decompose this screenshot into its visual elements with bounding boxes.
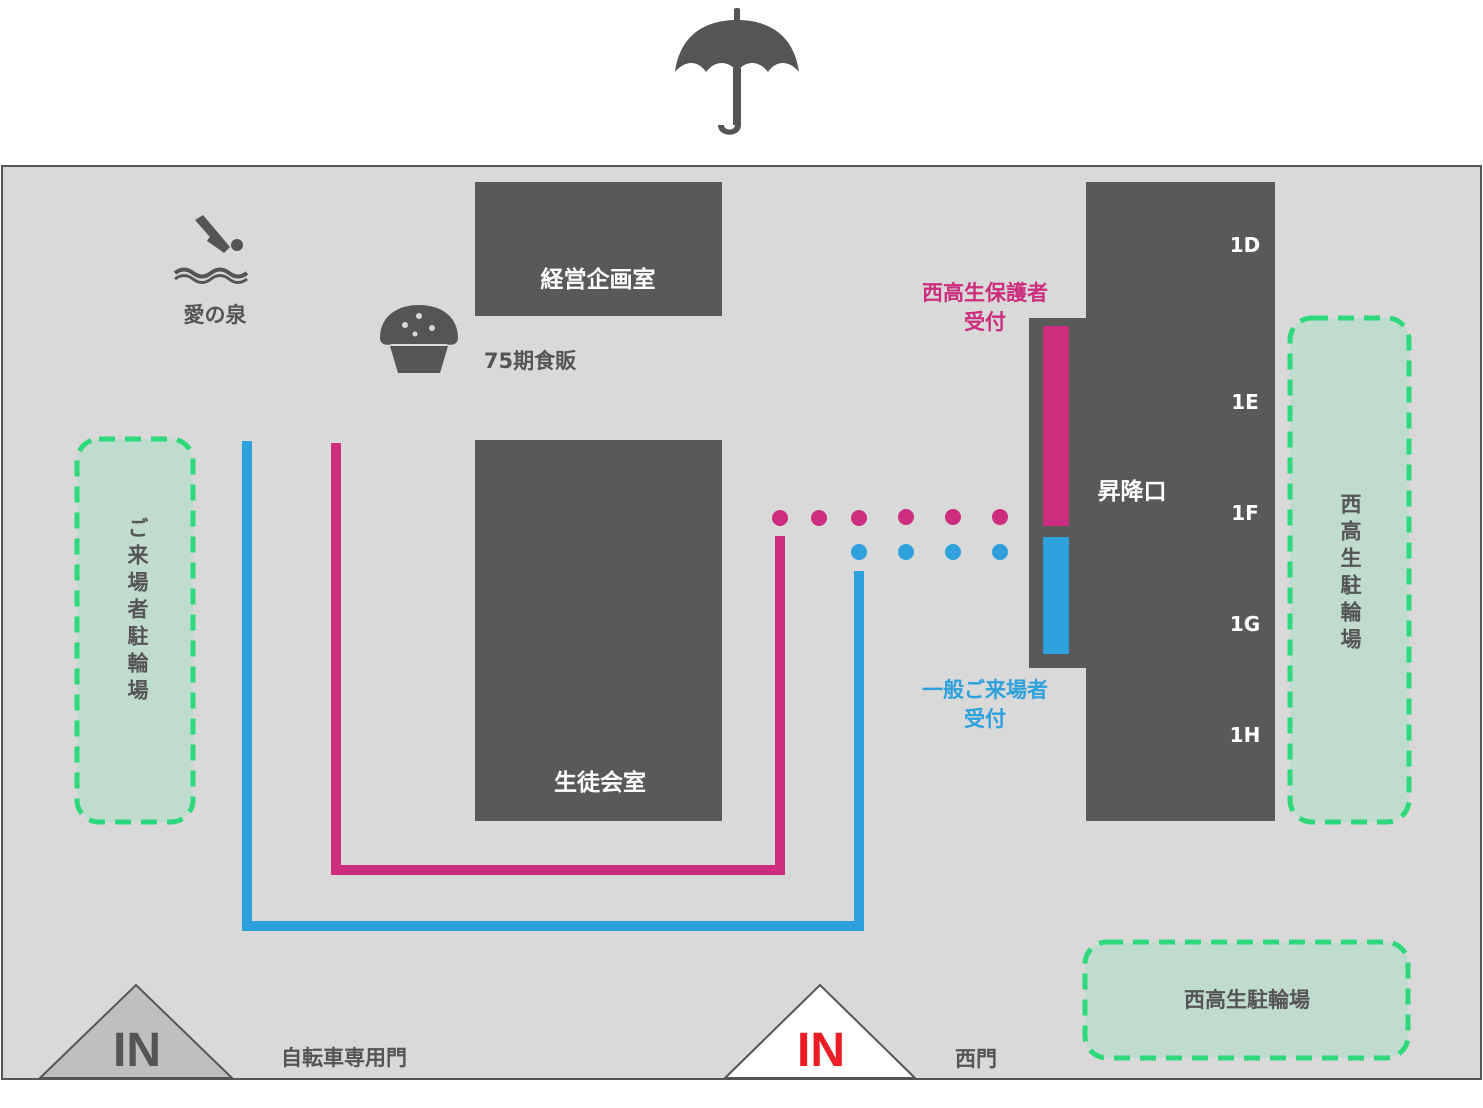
general-reception-counter: [1043, 537, 1069, 654]
student-bicycle-parking-bottom-label: 西高生駐輪場: [1184, 988, 1310, 1012]
management-room-label: 経営企画室: [541, 266, 656, 293]
general-reception-label: 一般ご来場者: [922, 678, 1048, 702]
student-bicycle-parking-bottom: [1082, 939, 1411, 1061]
fountain-label: 愛の泉: [184, 303, 248, 327]
west-gate-in-label: IN: [797, 1024, 845, 1077]
bicycle-gate-label: 自転車専用門: [281, 1046, 407, 1070]
general-reception-label-2: 受付: [964, 707, 1006, 731]
diving-swimmer-icon: [173, 215, 249, 284]
entrance-label: 昇降口: [1098, 479, 1167, 505]
west-gate-label: 西門: [955, 1047, 997, 1071]
umbrella-icon: [675, 8, 799, 135]
cupcake-icon: [380, 305, 458, 373]
student-bicycle-parking-right-label: 西高生駐輪場: [1338, 493, 1362, 655]
bicycle-gate-marker: [37, 983, 235, 1079]
student-council-room-label: 生徒会室: [554, 769, 646, 796]
classroom-label: 1F: [1231, 501, 1259, 525]
parents-reception-label-2: 受付: [964, 310, 1006, 334]
classroom-label: 1D: [1230, 233, 1261, 257]
west-gate-marker: [722, 983, 918, 1079]
visitor-bicycle-parking-label: ご来場者駐輪場: [125, 517, 149, 706]
classroom-label: 1E: [1231, 390, 1259, 414]
student-bicycle-parking-right: [1287, 315, 1412, 825]
parents-reception-label: 西高生保護者: [922, 281, 1048, 305]
parents-route: [331, 443, 785, 875]
food-sale-label: 75期食販: [484, 349, 577, 373]
classroom-label: 1G: [1230, 612, 1260, 636]
bicycle-gate-in-label: IN: [113, 1024, 161, 1077]
classroom-label: 1H: [1230, 723, 1261, 747]
entrance-building: [1086, 182, 1275, 821]
visitor-bicycle-parking: [74, 436, 196, 825]
parents-reception-counter: [1043, 326, 1069, 526]
management-room: [475, 182, 722, 316]
general-route-dots: [851, 544, 1008, 560]
general-route: [242, 441, 864, 931]
parents-route-dots: [772, 509, 1008, 526]
student-council-room: [475, 440, 722, 821]
